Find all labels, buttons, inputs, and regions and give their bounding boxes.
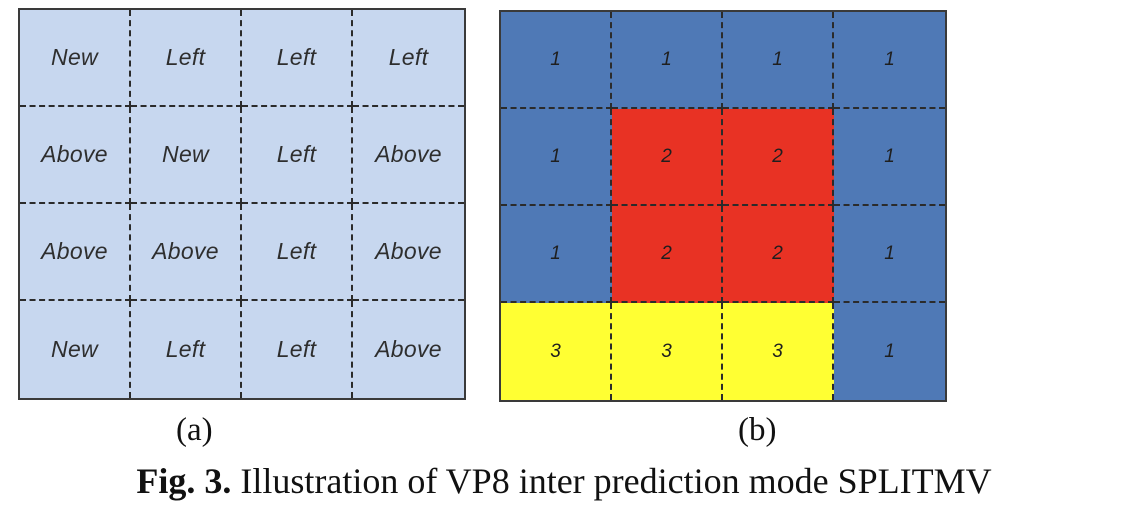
- panel-b-cell-r2-c2: 2: [612, 109, 723, 206]
- figure-caption: Fig. 3. Illustration of VP8 inter predic…: [0, 460, 1128, 502]
- panel-a-cell-r4-c3: Left: [242, 301, 353, 398]
- panel-b-cell-r3-c1: 1: [501, 206, 612, 303]
- panel-a-cell-r3-c3: Left: [242, 204, 353, 301]
- panel-b-cell-r1-c1: 1: [501, 12, 612, 109]
- panel-b-cell-r4-c1: 3: [501, 303, 612, 400]
- panel-b-cell-r4-c2: 3: [612, 303, 723, 400]
- panel-a-cell-r1-c2: Left: [131, 10, 242, 107]
- panel-b-cell-r1-c2: 1: [612, 12, 723, 109]
- panel-a-cell-r3-c1: Above: [20, 204, 131, 301]
- panel-b-cell-r2-c1: 1: [501, 109, 612, 206]
- panel-a-cell-r4-c1: New: [20, 301, 131, 398]
- panel-a-cell-r3-c2: Above: [131, 204, 242, 301]
- panel-b-cell-r4-c4: 1: [834, 303, 945, 400]
- panel-a-cell-r1-c1: New: [20, 10, 131, 107]
- figure-label: Fig. 3.: [136, 461, 232, 501]
- panel-a-cell-r2-c1: Above: [20, 107, 131, 204]
- panel-b-cell-r1-c4: 1: [834, 12, 945, 109]
- panel-b-cell-r3-c4: 1: [834, 206, 945, 303]
- panel-a-cell-r4-c4: Above: [375, 336, 442, 362]
- panel-a-cell-r2-c4: Above: [353, 107, 464, 204]
- panel-b-cell-r3-c3: 2: [723, 206, 834, 303]
- panel-b-cell-r2-c3: 2: [723, 109, 834, 206]
- panel-b-cell-r1-c3: 1: [723, 12, 834, 109]
- figure-text: Illustration of VP8 inter prediction mod…: [231, 461, 992, 501]
- panel-a-caption: (a): [176, 412, 213, 448]
- panel-a-cell-r3-c4: Above: [353, 204, 464, 301]
- panel-a-cell-r4-c2: Left: [131, 301, 242, 398]
- panel-a-cell-r2-c2: New: [131, 107, 242, 204]
- panel-b-cell-r2-c4: 1: [834, 109, 945, 206]
- panel-b-cell-r3-c2: 2: [612, 206, 723, 303]
- panel-b-caption: (b): [738, 412, 777, 448]
- panel-b-cell-r4-c3: 3: [723, 303, 834, 400]
- panel-a-cell-r1-c3: Left: [242, 10, 353, 107]
- panel-a-cell-r1-c4: Left: [353, 10, 464, 107]
- panel-a-cell-r2-c3: Left: [242, 107, 353, 204]
